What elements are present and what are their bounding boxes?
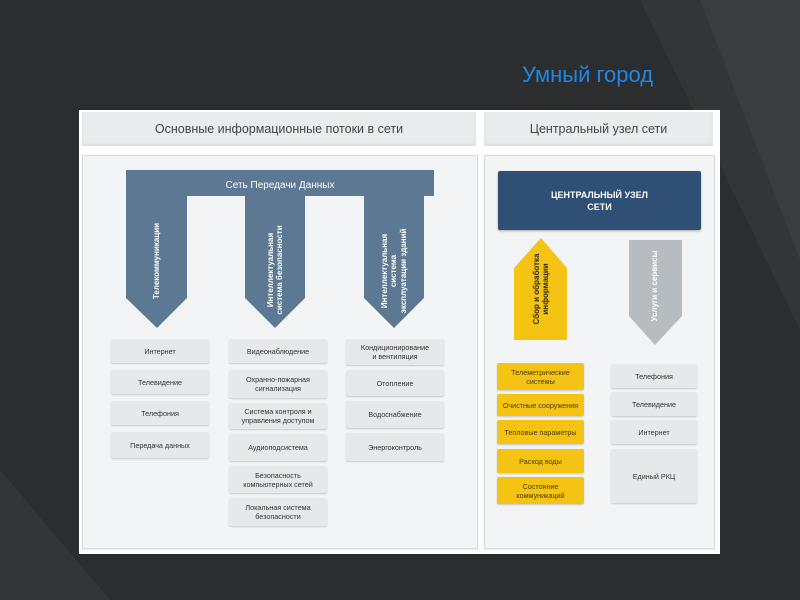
list-item: Энергоконтроль [346,433,444,461]
list-item: Интернет [111,339,209,363]
right-header: Центральный узел сети [484,112,713,146]
list-item: Интернет [611,420,697,444]
list-item: Видеонаблюдение [229,339,327,363]
list-item: Единый РКЦ [611,449,697,503]
list-item: Аудиоподсистема [229,434,327,461]
list-item: Безопасность компьютерных сетей [229,466,327,493]
services-down-arrow [629,240,682,345]
column-label-security: Интеллектуальная система безопасности [265,225,285,315]
column-label-telecom: Телекоммуникации [152,222,162,300]
slide-title: Умный город [522,62,654,87]
list-item: Локальная система безопасности [229,498,327,526]
list-item: Кондиционирование и вентиляция [346,339,444,365]
collect-arrow-label: Сбор и обработка информации [531,253,551,325]
list-item: Телевидение [111,370,209,394]
central-node-box: ЦЕНТРАЛЬНЫЙ УЗЕЛ СЕТИ [498,171,701,230]
services-arrow-label: Услуги и сервисы [650,250,660,322]
list-item: Передача данных [111,432,209,458]
data-network-flow-shape [126,170,434,328]
column-label-building: Интеллектуальная система эксплуатации зд… [379,228,408,314]
list-item: Телефония [611,364,697,388]
list-item: Расход воды [497,449,584,473]
list-item: Тепловые параметры [497,420,584,444]
list-item: Отопление [346,370,444,396]
list-item: Состояние коммуникаций [497,477,584,504]
list-item: Телефония [111,401,209,425]
list-item: Охранно-пожарная сигнализация [229,370,327,398]
list-item: Водоснабжение [346,401,444,428]
list-item: Очистные сооружения [497,394,584,416]
list-item: Система контроля и управления доступом [229,403,327,429]
list-item: Телевидение [611,392,697,416]
network-label: Сеть Передачи Данных [225,179,335,191]
collect-up-arrow [514,238,567,340]
left-header: Основные информационные потоки в сети [82,112,476,146]
list-item: Телеметрические системы [497,363,584,390]
